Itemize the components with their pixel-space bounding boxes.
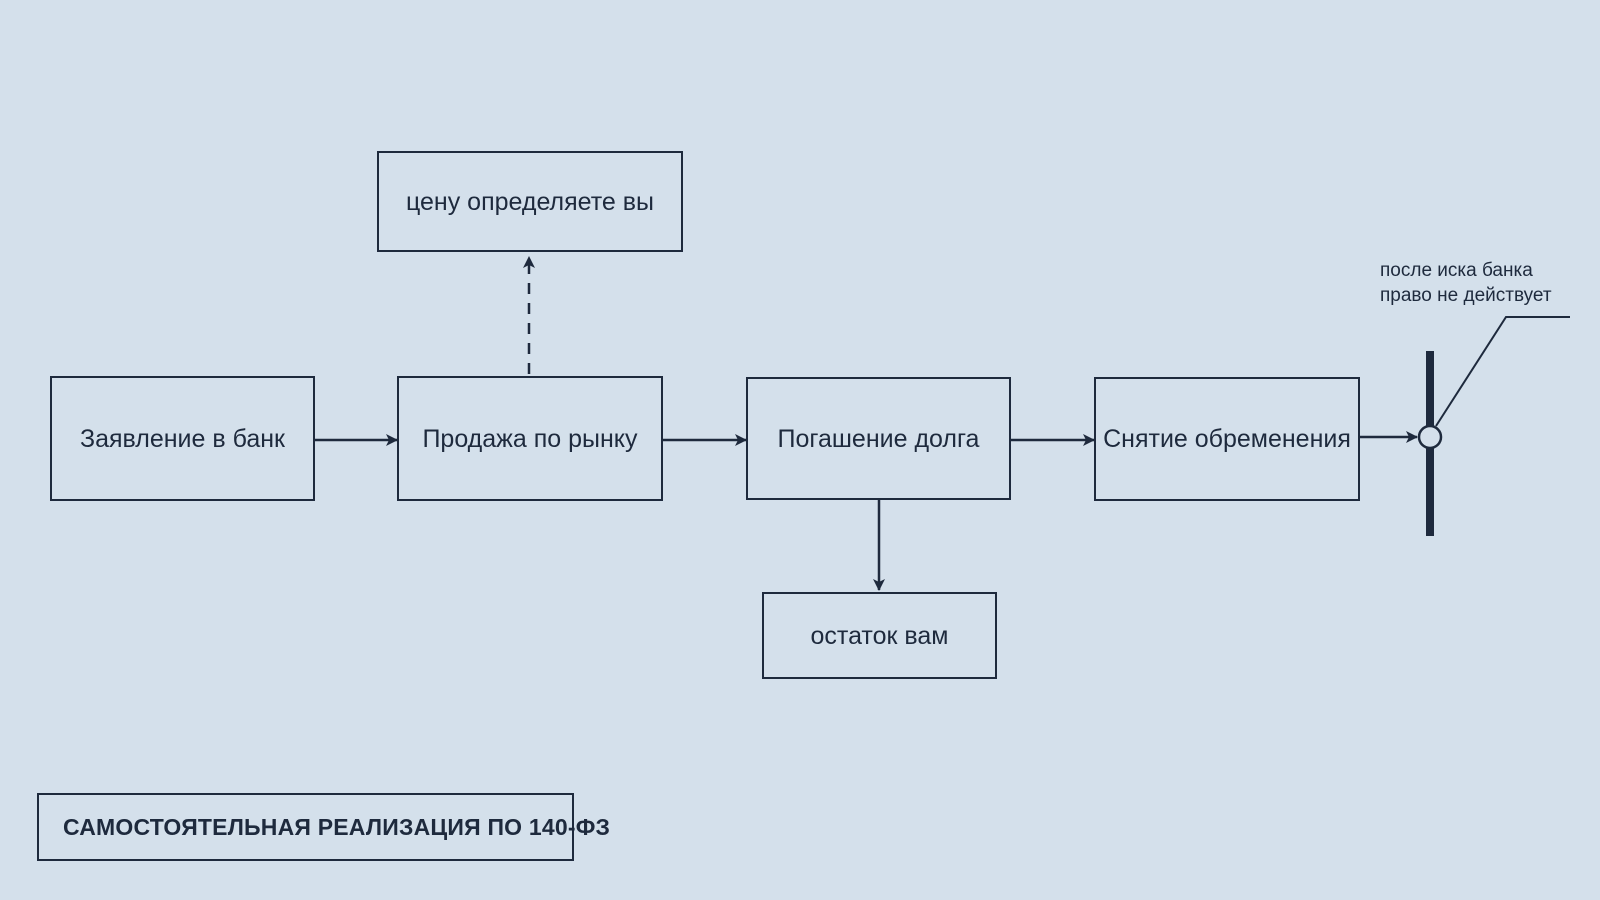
step-debt-repayment-label: Погашение долга bbox=[777, 424, 980, 453]
diagram-caption: САМОСТОЯТЕЛЬНАЯ РЕАЛИЗАЦИЯ ПО 140-ФЗ bbox=[37, 793, 610, 861]
step-encumbrance-removal-box: Снятие обременения bbox=[1094, 377, 1360, 501]
step-sale-label: Продажа по рынку bbox=[422, 424, 638, 453]
remainder-note-label: остаток вам bbox=[810, 621, 949, 650]
diagram-caption-label: САМОСТОЯТЕЛЬНАЯ РЕАЛИЗАЦИЯ ПО 140-ФЗ bbox=[63, 813, 611, 840]
annotation-leader-line bbox=[1435, 316, 1570, 427]
bank-claim-annotation: после иска банка право не действует bbox=[1380, 260, 1552, 306]
step-encumbrance-removal-label: Снятие обременения bbox=[1103, 425, 1351, 453]
step-application-box: Заявление в банк bbox=[50, 376, 315, 501]
step-application-label: Заявление в банк bbox=[80, 424, 285, 453]
step-sale-box: Продажа по рынку bbox=[397, 376, 663, 501]
price-note-label: цену определяете вы bbox=[405, 187, 655, 216]
price-note-box: цену определяете вы bbox=[377, 151, 683, 252]
remainder-note-box: остаток вам bbox=[762, 592, 997, 679]
step-debt-repayment-box: Погашение долга bbox=[746, 377, 1011, 500]
barrier-node bbox=[1417, 424, 1443, 450]
